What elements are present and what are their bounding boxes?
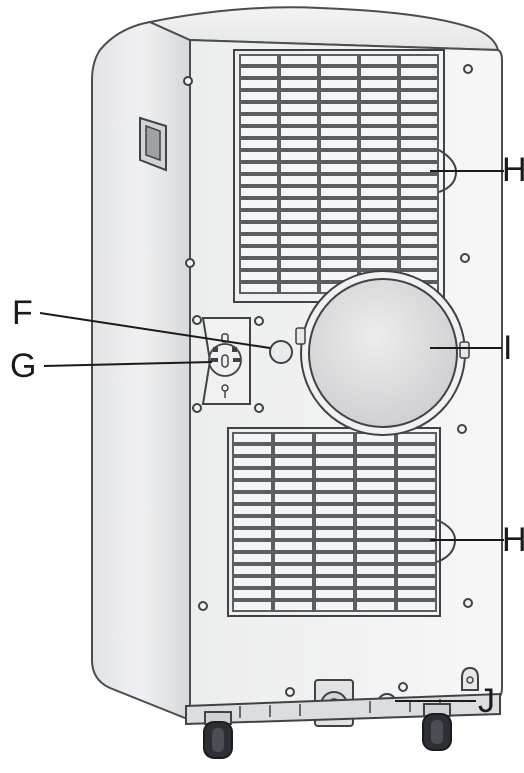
exhaust-outlet-disc <box>295 270 470 436</box>
caster-wheel-left <box>203 711 233 759</box>
callout-j: J <box>478 682 495 720</box>
side-panel <box>91 20 191 722</box>
lower-air-grille <box>227 427 457 617</box>
top-panel <box>146 6 500 52</box>
power-socket-plate <box>201 317 251 405</box>
upper-air-grille <box>233 49 458 303</box>
callout-i: I <box>503 329 513 367</box>
leader-lines <box>39 170 504 702</box>
screws <box>183 64 473 697</box>
callout-h-lower: H <box>502 521 524 559</box>
callout-f: F <box>12 294 33 332</box>
caster-wheel-right <box>422 703 452 751</box>
callout-h-upper: H <box>502 151 524 189</box>
round-port-f <box>269 340 293 364</box>
callout-g: G <box>10 347 37 385</box>
side-handle <box>139 116 167 172</box>
